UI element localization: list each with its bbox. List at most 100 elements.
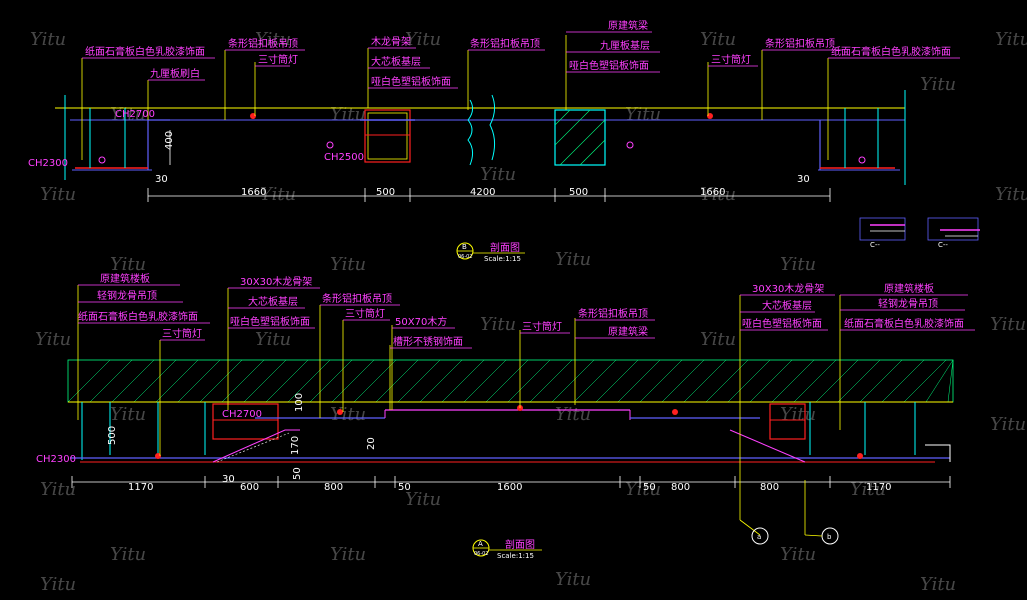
dimension-text: 1660	[241, 187, 266, 198]
watermark-text: Yitu	[995, 184, 1027, 205]
slab-hatch-line	[639, 359, 683, 403]
label-gypsum-board: 纸面石膏板白色乳胶漆饰面	[78, 310, 198, 323]
slab-hatch-line	[947, 359, 954, 403]
detail-marker-b: b	[827, 533, 832, 541]
section-a-title: A 06-02 剖面图 Scale:1:15	[472, 538, 542, 560]
slab-hatch-line	[111, 359, 155, 403]
label-matte-white-panel: 哑白色塑铝板饰面	[742, 317, 822, 330]
watermark-text: Yitu	[330, 404, 366, 425]
slab-hatch-line	[177, 359, 221, 403]
label-nine-ply-white: 九厘板刷白	[150, 67, 200, 80]
slab-hatch-line	[793, 359, 837, 403]
watermark-text: Yitu	[330, 104, 366, 125]
watermark-text: Yitu	[920, 74, 956, 95]
label-aluminum-strip-ceiling: 条形铝扣板吊顶	[578, 307, 648, 320]
label-matte-white-panel: 哑白色塑铝板饰面	[371, 75, 451, 88]
slab-hatch-line	[617, 359, 661, 403]
slab-hatch-line	[243, 359, 287, 403]
detail-label: C--	[938, 241, 948, 249]
dimension-text: 600	[240, 482, 259, 493]
slab-hatch-line	[463, 359, 507, 403]
height-mark: CH2500	[324, 152, 364, 163]
slab-hatch-line	[529, 359, 573, 403]
section-b-title: B 06-02 剖面图 Scale:1:15	[456, 241, 525, 263]
label-blockboard-base: 大芯板基层	[762, 299, 812, 312]
dimension-text: 500	[569, 187, 588, 198]
slab-hatch-line	[67, 359, 111, 403]
watermark-text: Yitu	[30, 29, 66, 50]
label-matte-white-panel: 哑白色塑铝板饰面	[230, 315, 310, 328]
slab-hatch-line	[287, 359, 331, 403]
slab-hatch-line	[309, 359, 353, 403]
watermark-text: Yitu	[555, 404, 591, 425]
watermark-text: Yitu	[700, 184, 736, 205]
slab-hatch-line	[507, 359, 551, 403]
section-b-drawing	[55, 31, 960, 202]
label-wood-keel: 木龙骨架	[371, 35, 411, 48]
dimension-text: 500	[107, 426, 118, 445]
watermark-text: Yitu	[110, 404, 146, 425]
slab-hatch-line	[859, 359, 903, 403]
dimension-text: 1660	[700, 187, 725, 198]
section-scale: Scale:1:15	[484, 255, 521, 263]
slab-hatch-line	[749, 359, 793, 403]
section-marker-sheet: 06-02	[474, 551, 489, 557]
watermark-text: Yitu	[990, 314, 1026, 335]
watermark-text: Yitu	[35, 329, 71, 350]
dimension-text: 50	[398, 482, 411, 493]
dimension-text: 500	[376, 187, 395, 198]
watermark-text: Yitu	[990, 414, 1026, 435]
watermark-text: Yitu	[255, 29, 291, 50]
watermark-text: Yitu	[260, 184, 296, 205]
slab-hatch-line	[331, 359, 375, 403]
section-title: 剖面图	[490, 241, 520, 254]
slab-hatch-line	[881, 359, 925, 403]
label-aluminum-strip-ceiling: 条形铝扣板吊顶	[765, 37, 835, 50]
label-downlight: 三寸筒灯	[162, 327, 202, 340]
slab-hatch-line	[683, 359, 727, 403]
watermark-text: Yitu	[40, 184, 76, 205]
watermark-text: Yitu	[330, 254, 366, 275]
slab-hatch-line	[155, 359, 199, 403]
label-original-floor-slab: 原建筑楼板	[100, 272, 150, 285]
dimension-text: 170	[290, 436, 301, 455]
slab-hatch-line	[397, 359, 441, 403]
dimension-text: 30	[155, 174, 168, 185]
dimension-text: 1600	[497, 482, 522, 493]
slab-hatch-line	[221, 359, 265, 403]
slab-hatch-line	[903, 359, 947, 403]
label-gypsum-board: 纸面石膏板白色乳胶漆饰面	[831, 45, 951, 58]
dimension-text: 1170	[866, 482, 891, 493]
section-scale: Scale:1:15	[497, 552, 534, 560]
watermark-text: Yitu	[850, 479, 886, 500]
slab-hatch-line	[815, 359, 859, 403]
watermark-text: Yitu	[780, 544, 816, 565]
watermark-text: Yitu	[555, 249, 591, 270]
label-aluminum-strip-ceiling: 条形铝扣板吊顶	[322, 292, 392, 305]
slab-hatch-line	[573, 359, 617, 403]
label-stainless-channel: 槽形不锈钢饰面	[393, 335, 463, 348]
label-matte-white-panel: 哑白色塑铝板饰面	[569, 59, 649, 72]
label-light-steel-keel: 轻钢龙骨吊顶	[878, 297, 938, 310]
watermark-text: Yitu	[405, 489, 441, 510]
label-blockboard-base: 大芯板基层	[248, 295, 298, 308]
detail-label: C--	[870, 241, 880, 249]
label-wood-keel-frame: 30X30木龙骨架	[240, 275, 312, 288]
label-wood-keel-frame: 30X30木龙骨架	[752, 282, 824, 295]
dimension-text: 800	[671, 482, 690, 493]
detail-marker-a: a	[757, 533, 761, 541]
watermark-text: Yitu	[625, 479, 661, 500]
dimension-text: 800	[324, 482, 343, 493]
section-marker-letter: B	[462, 243, 467, 251]
watermark-text: Yitu	[780, 404, 816, 425]
watermark-text: Yitu	[255, 329, 291, 350]
watermark-text: Yitu	[700, 29, 736, 50]
watermark-text: Yitu	[995, 29, 1027, 50]
slab-hatch-line	[705, 359, 749, 403]
dimension-text: 1170	[128, 482, 153, 493]
slab-hatch-line	[727, 359, 771, 403]
section-a-labels: 原建筑楼板 轻钢龙骨吊顶 纸面石膏板白色乳胶漆饰面 三寸筒灯 30X30木龙骨架…	[36, 272, 964, 493]
slab-hatch-line	[485, 359, 529, 403]
height-mark: CH2300	[28, 158, 68, 169]
